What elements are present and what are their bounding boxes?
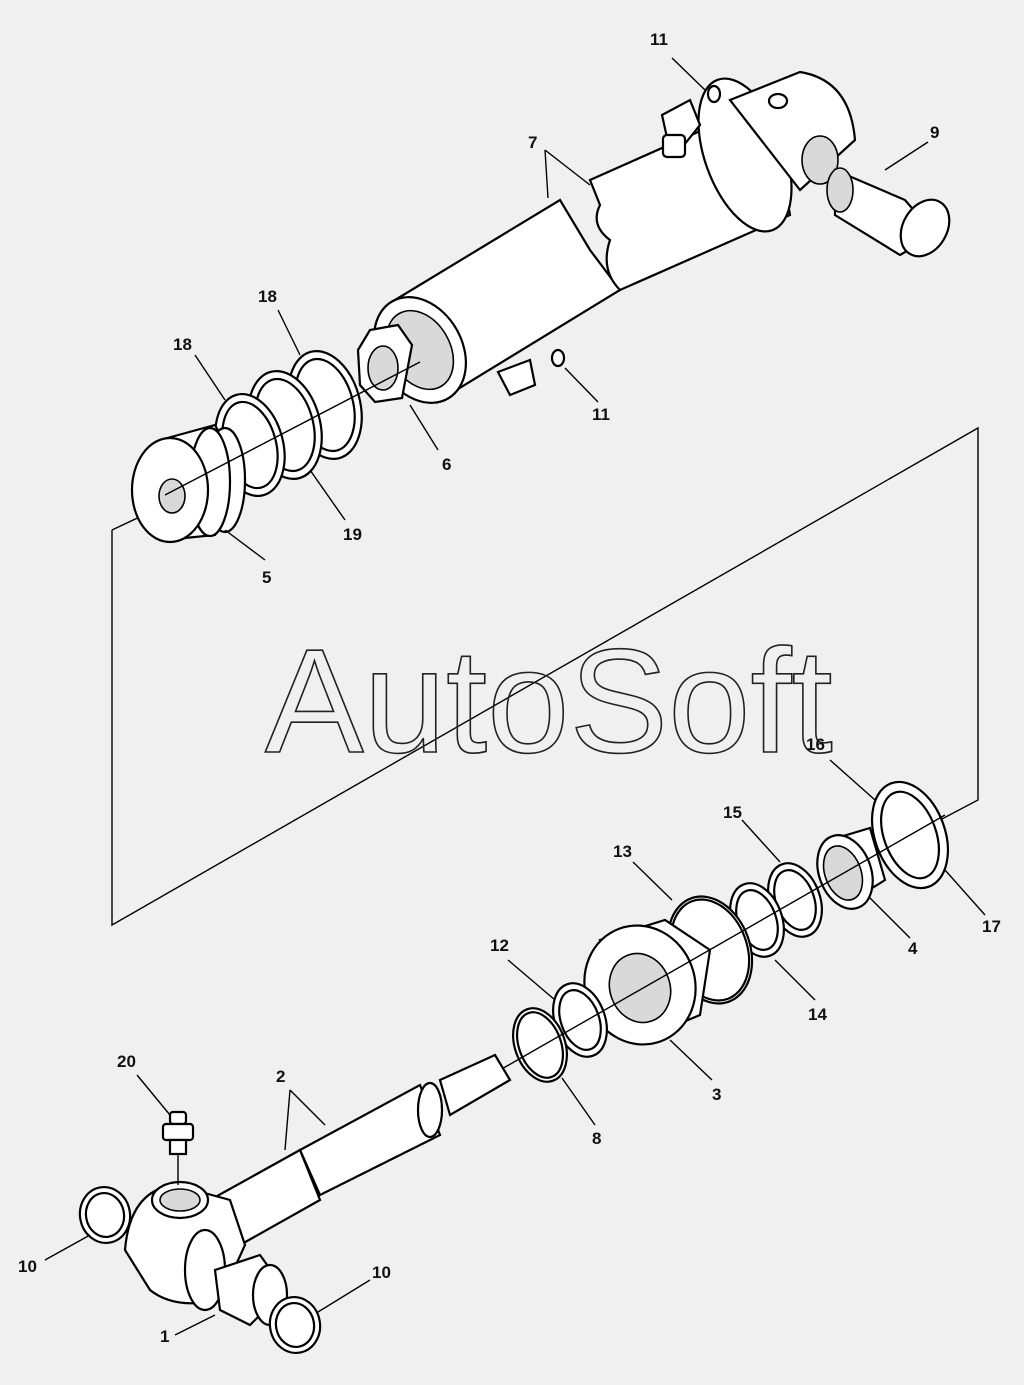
bushing-part-9 bbox=[826, 167, 951, 258]
callout-14: 14 bbox=[808, 1005, 827, 1024]
watermark-text: AutoSoft bbox=[265, 619, 833, 784]
callout-12: 12 bbox=[490, 936, 509, 955]
callout-10-right: 10 bbox=[372, 1263, 391, 1282]
elbow-fitting-lower bbox=[496, 348, 566, 397]
gland-part-3 bbox=[583, 918, 712, 1046]
callout-18-upper: 18 bbox=[258, 287, 277, 306]
callout-5: 5 bbox=[262, 568, 271, 587]
piston-rod-part-2 bbox=[208, 1053, 512, 1247]
callout-20: 20 bbox=[117, 1052, 136, 1071]
callout-6: 6 bbox=[442, 455, 451, 474]
grease-nipple-part-20 bbox=[161, 1110, 195, 1185]
callout-7: 7 bbox=[528, 133, 537, 152]
seal-rings-part-10 bbox=[78, 1185, 322, 1355]
callout-13: 13 bbox=[613, 842, 632, 861]
callout-15: 15 bbox=[723, 803, 742, 822]
snap-ring-part-8 bbox=[512, 1007, 568, 1083]
callout-18-left: 18 bbox=[173, 335, 192, 354]
callout-labels: 11 11 7 9 18 18 6 19 5 16 15 13 17 4 14 … bbox=[18, 30, 1001, 1346]
callout-16: 16 bbox=[806, 735, 825, 754]
callout-4: 4 bbox=[908, 939, 918, 958]
callout-19: 19 bbox=[343, 525, 362, 544]
callout-11-upper: 11 bbox=[650, 30, 668, 49]
callout-3: 3 bbox=[712, 1085, 721, 1104]
leader-lines bbox=[44, 57, 986, 1336]
callout-11-lower: 11 bbox=[592, 405, 610, 424]
callout-1: 1 bbox=[160, 1327, 169, 1346]
ring-part-12 bbox=[552, 982, 608, 1058]
callout-9: 9 bbox=[930, 123, 939, 142]
callout-2: 2 bbox=[276, 1067, 285, 1086]
callout-10-left: 10 bbox=[18, 1257, 37, 1276]
callout-17: 17 bbox=[982, 917, 1001, 936]
seal-rings-part-18-19 bbox=[214, 350, 363, 498]
nut-part-6 bbox=[356, 323, 414, 404]
rod-eye-part-1 bbox=[123, 1180, 289, 1327]
piston-part-5 bbox=[130, 423, 247, 544]
callout-8: 8 bbox=[592, 1129, 601, 1148]
cylinder-barrel-part-7 bbox=[372, 70, 857, 404]
elbow-fitting-upper bbox=[660, 84, 722, 159]
